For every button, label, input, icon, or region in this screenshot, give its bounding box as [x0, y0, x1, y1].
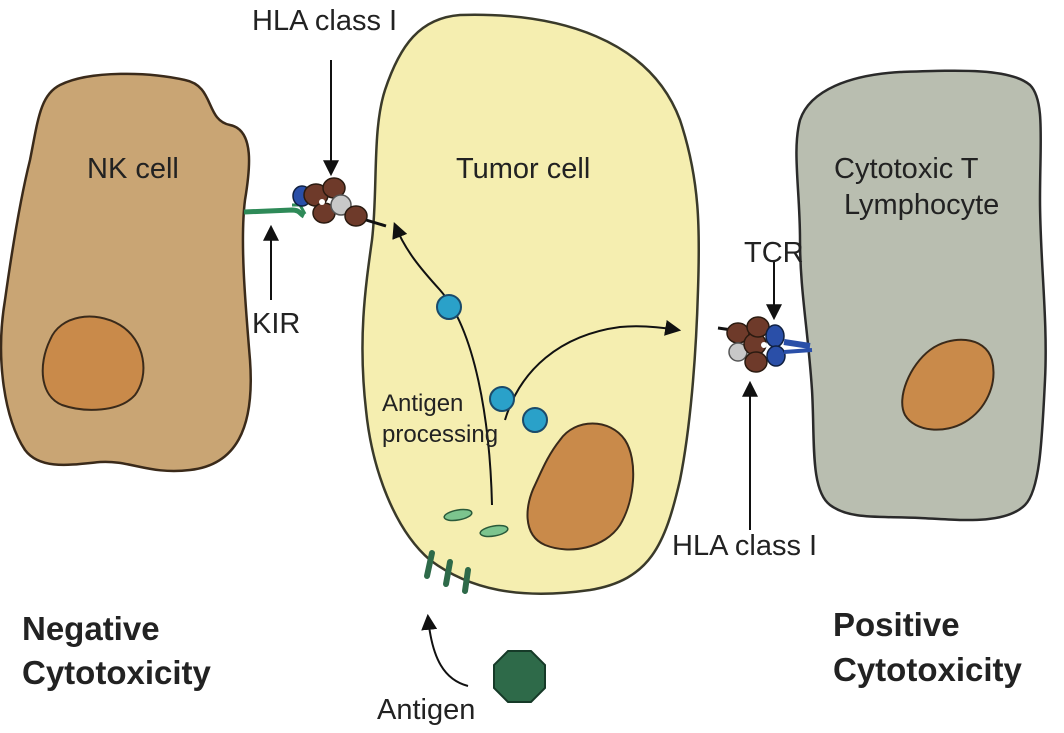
kir-label: KIR [252, 308, 300, 340]
ctl-cell: Cytotoxic T Lymphocyte [795, 69, 1047, 522]
processing-arrow-to-hla-right [504, 320, 682, 421]
antigen-peptide [522, 407, 548, 433]
antigen-processing-label-line2: processing [382, 421, 498, 448]
antigen-processing-label-line1: Antigen [382, 390, 463, 417]
annotation-arrows [263, 60, 782, 687]
hla-class-i-bottom-label: HLA class I [672, 530, 817, 562]
positive-cytotoxicity-line1: Positive [833, 606, 960, 643]
ctl-nucleus [901, 338, 995, 431]
surface-receptors [424, 550, 471, 594]
positive-cytotoxicity-line2: Cytotoxicity [833, 651, 1023, 688]
tumor-nucleus [526, 422, 635, 551]
tumor-cell: Tumor cell Antigen processing [361, 13, 701, 595]
ctl-label-line2: Lymphocyte [844, 189, 999, 221]
ctl-label-line1: Cytotoxic T [834, 153, 979, 185]
hla-class-i-top-label: HLA class I [252, 5, 397, 37]
tcr-receptor [765, 324, 785, 348]
hla-subunit [744, 351, 768, 373]
antigen-fragment [443, 508, 473, 522]
tumor-cell-label: Tumor cell [456, 153, 590, 185]
hla-kir-complex-left [243, 177, 387, 228]
tcr-label: TCR [744, 237, 804, 269]
negative-cytotoxicity-line1: Negative [22, 610, 160, 647]
hla-subunit [344, 205, 368, 227]
nk-cell: NK cell [0, 72, 252, 473]
hla-tcr-complex-right [717, 316, 813, 373]
antigen-octagon [493, 650, 546, 703]
nk-nucleus [41, 315, 145, 411]
kir-receptor [243, 207, 306, 219]
antigen-peptide [436, 294, 462, 320]
antigen-label: Antigen [377, 694, 475, 726]
beta2m [330, 194, 352, 216]
nk-cell-label: NK cell [87, 153, 179, 185]
antigen-fragment [479, 524, 509, 538]
negative-cytotoxicity-line2: Cytotoxicity [22, 654, 212, 691]
antigen-peptide [489, 386, 515, 412]
